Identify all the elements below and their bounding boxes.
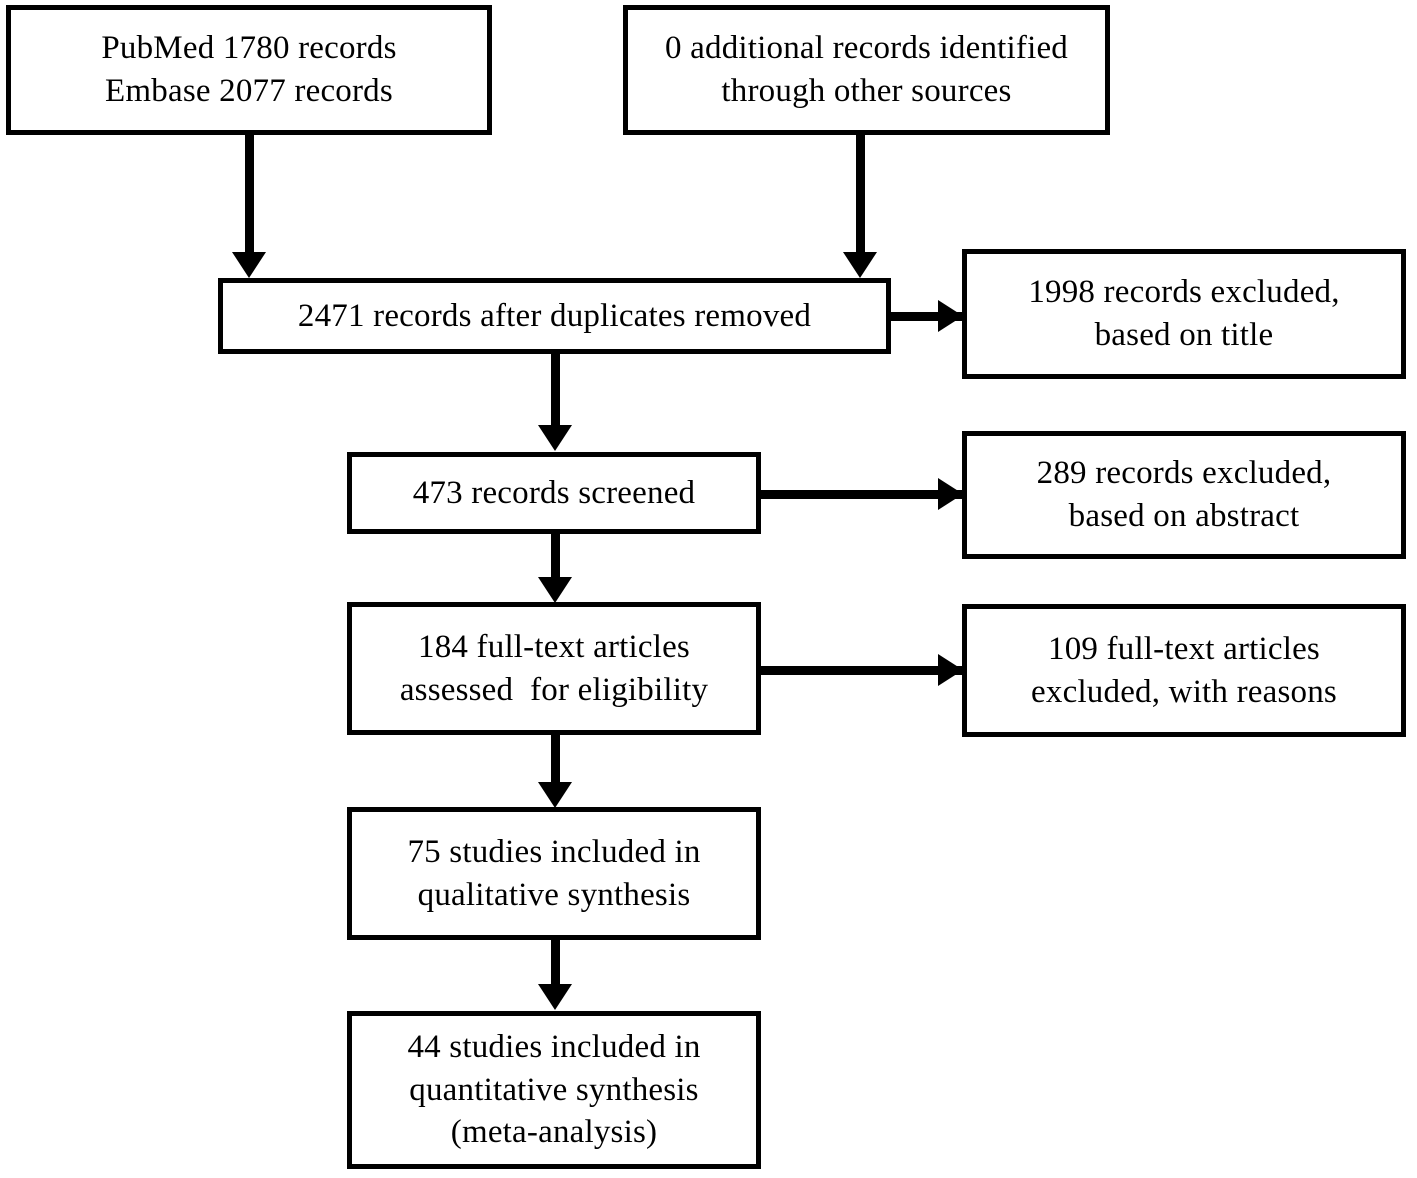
connector-other-to-dedup-line — [856, 133, 865, 257]
node-full-text-assessed: 184 full-text articles assessed for elig… — [347, 602, 761, 735]
connector-fulltext-to-excluded-fulltext-line — [759, 666, 965, 675]
node-duplicates-removed: 2471 records after duplicates removed — [218, 278, 891, 354]
node-quantitative-synthesis: 44 studies included in quantitative synt… — [347, 1011, 761, 1169]
node-line: 289 records excluded, — [1036, 455, 1332, 492]
node-excluded-based-on-abstract: 289 records excluded, based on abstract — [962, 431, 1406, 559]
node-line: quantitative synthesis — [409, 1071, 699, 1108]
node-line: based on abstract — [1068, 498, 1300, 534]
connector-qualitative-to-quantitative-line — [551, 938, 560, 988]
arrow-down-icon — [843, 252, 877, 278]
node-line: 473 records screened — [412, 474, 696, 511]
node-line: excluded, with reasons — [1031, 673, 1337, 710]
node-line: qualitative synthesis — [417, 876, 691, 913]
node-line: 75 studies included in — [407, 833, 701, 870]
node-line: 44 studies included in — [407, 1028, 701, 1065]
arrow-right-icon — [938, 654, 963, 686]
arrow-down-icon — [538, 577, 572, 603]
node-line: 0 additional records identified — [665, 30, 1068, 67]
connector-dedup-to-screened-line — [551, 352, 560, 430]
node-line: Embase 2077 records — [105, 73, 393, 109]
node-line: through other sources — [721, 73, 1012, 109]
arrow-down-icon — [538, 425, 572, 451]
arrow-right-icon — [938, 478, 963, 510]
arrow-down-icon — [538, 782, 572, 808]
node-excluded-based-on-title: 1998 records excluded, based on title — [962, 249, 1406, 379]
connector-screened-to-fulltext-line — [551, 532, 560, 582]
node-identification-databases: PubMed 1780 records Embase 2077 records — [6, 5, 492, 135]
connector-fulltext-to-qualitative-line — [551, 733, 560, 787]
connector-databases-to-dedup-line — [245, 133, 254, 257]
node-full-text-excluded-with-reasons: 109 full-text articles excluded, with re… — [962, 604, 1406, 737]
node-line: 109 full-text articles — [1048, 630, 1320, 667]
node-identification-other-sources: 0 additional records identified through … — [623, 5, 1110, 135]
connector-screened-to-excluded-abstract-line — [759, 490, 965, 499]
arrow-down-icon — [232, 252, 266, 278]
node-line: 2471 records after duplicates removed — [297, 297, 812, 334]
node-qualitative-synthesis: 75 studies included in qualitative synth… — [347, 807, 761, 940]
node-line: PubMed 1780 records — [101, 30, 397, 67]
node-line: based on title — [1094, 317, 1274, 353]
node-records-screened: 473 records screened — [347, 452, 761, 534]
node-line: 1998 records excluded, — [1028, 274, 1340, 311]
arrow-right-icon — [938, 300, 963, 332]
arrow-down-icon — [538, 984, 572, 1010]
connector-dedup-to-excluded-title-line — [889, 312, 965, 321]
node-line: (meta-analysis) — [450, 1114, 658, 1151]
node-line: 184 full-text articles — [418, 628, 690, 665]
node-line: assessed for eligibility — [399, 671, 709, 708]
